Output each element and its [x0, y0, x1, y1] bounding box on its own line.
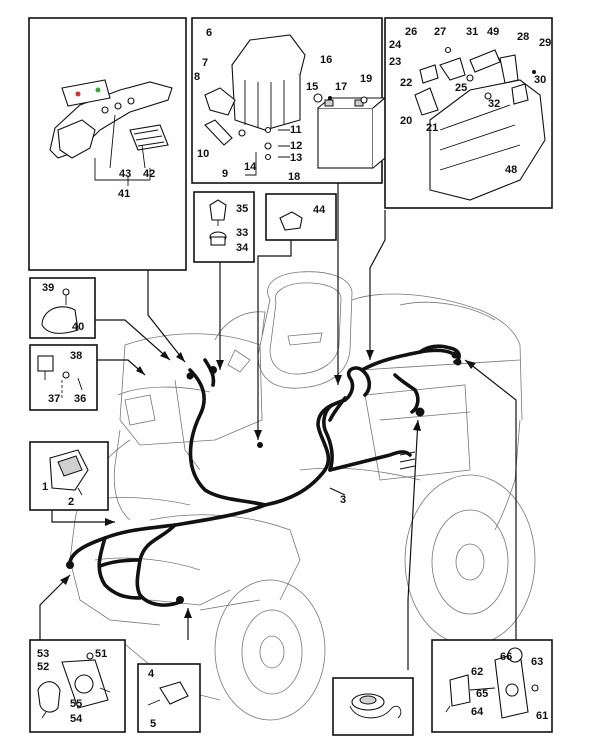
box-rear-frame: [384, 17, 553, 209]
main-harness: [66, 344, 462, 607]
callout-43: 43: [119, 168, 131, 180]
callout-22: 22: [400, 77, 412, 89]
callout-41: 41: [118, 188, 130, 200]
box-39-40: [29, 277, 96, 339]
callout-12: 12: [290, 140, 302, 152]
box-relay: [29, 344, 98, 411]
callout-63: 63: [531, 656, 543, 668]
callout-37: 37: [48, 393, 60, 405]
callout-5: 5: [150, 718, 156, 730]
callout-1: 1: [42, 481, 48, 493]
callout-16: 16: [320, 54, 332, 66]
callout-52: 52: [37, 661, 49, 673]
callout-26: 26: [405, 26, 417, 38]
callout-49: 49: [487, 26, 499, 38]
callout-35: 35: [236, 203, 248, 215]
callout-28: 28: [517, 31, 529, 43]
tractor-outline: [69, 271, 536, 721]
callout-54: 54: [70, 713, 83, 725]
callout-65: 65: [476, 688, 488, 700]
callout-25: 25: [455, 82, 467, 94]
callout-48: 48: [505, 164, 517, 176]
callout-31: 31: [466, 26, 478, 38]
callout-42: 42: [143, 168, 155, 180]
callout-23: 23: [389, 56, 401, 68]
callout-15: 15: [306, 81, 318, 93]
callout-11: 11: [290, 124, 302, 136]
callout-38: 38: [70, 350, 82, 362]
callout-2: 2: [68, 496, 74, 508]
callout-13: 13: [290, 152, 302, 164]
callout-7: 7: [202, 57, 208, 69]
callout-66: 66: [500, 651, 512, 663]
box-switches: [193, 191, 255, 263]
callout-8: 8: [194, 71, 200, 83]
callout-4: 4: [148, 668, 155, 680]
callout-55: 55: [70, 698, 82, 710]
box-battery: [191, 17, 387, 184]
callout-44: 44: [313, 204, 326, 216]
callout-10: 10: [197, 148, 209, 160]
callout-19: 19: [360, 73, 372, 85]
callout-27: 27: [434, 26, 446, 38]
callout-3: 3: [340, 494, 346, 506]
box-sensor: [332, 677, 414, 736]
callout-14: 14: [244, 161, 257, 173]
leader-arrows: [39, 183, 517, 670]
callout-32: 32: [488, 98, 500, 110]
box-1-2: [29, 441, 109, 511]
callout-39: 39: [42, 282, 54, 294]
callout-labels: 43 42 41 6 7 8 10 9 14 11 12 13 16 15 17…: [37, 26, 551, 730]
callout-6: 6: [206, 27, 212, 39]
callout-18: 18: [288, 171, 300, 183]
callout-34: 34: [236, 242, 249, 254]
callout-21: 21: [426, 122, 438, 134]
box-44: [265, 193, 337, 241]
box-61-66: [431, 639, 553, 733]
box-dashboard: [28, 17, 187, 271]
callout-51: 51: [95, 648, 107, 660]
callout-33: 33: [236, 227, 248, 239]
callout-36: 36: [74, 393, 86, 405]
callout-9: 9: [222, 168, 228, 180]
callout-24: 24: [389, 39, 402, 51]
callout-40: 40: [72, 321, 84, 333]
box-4-5: [137, 663, 201, 733]
callout-62: 62: [471, 666, 483, 678]
callout-29: 29: [539, 37, 551, 49]
box-51-55: [29, 639, 126, 733]
callout-17: 17: [335, 81, 347, 93]
callout-53: 53: [37, 648, 49, 660]
callout-30: 30: [534, 74, 546, 86]
callout-64: 64: [471, 706, 484, 718]
callout-20: 20: [400, 115, 412, 127]
callout-61: 61: [536, 710, 548, 722]
